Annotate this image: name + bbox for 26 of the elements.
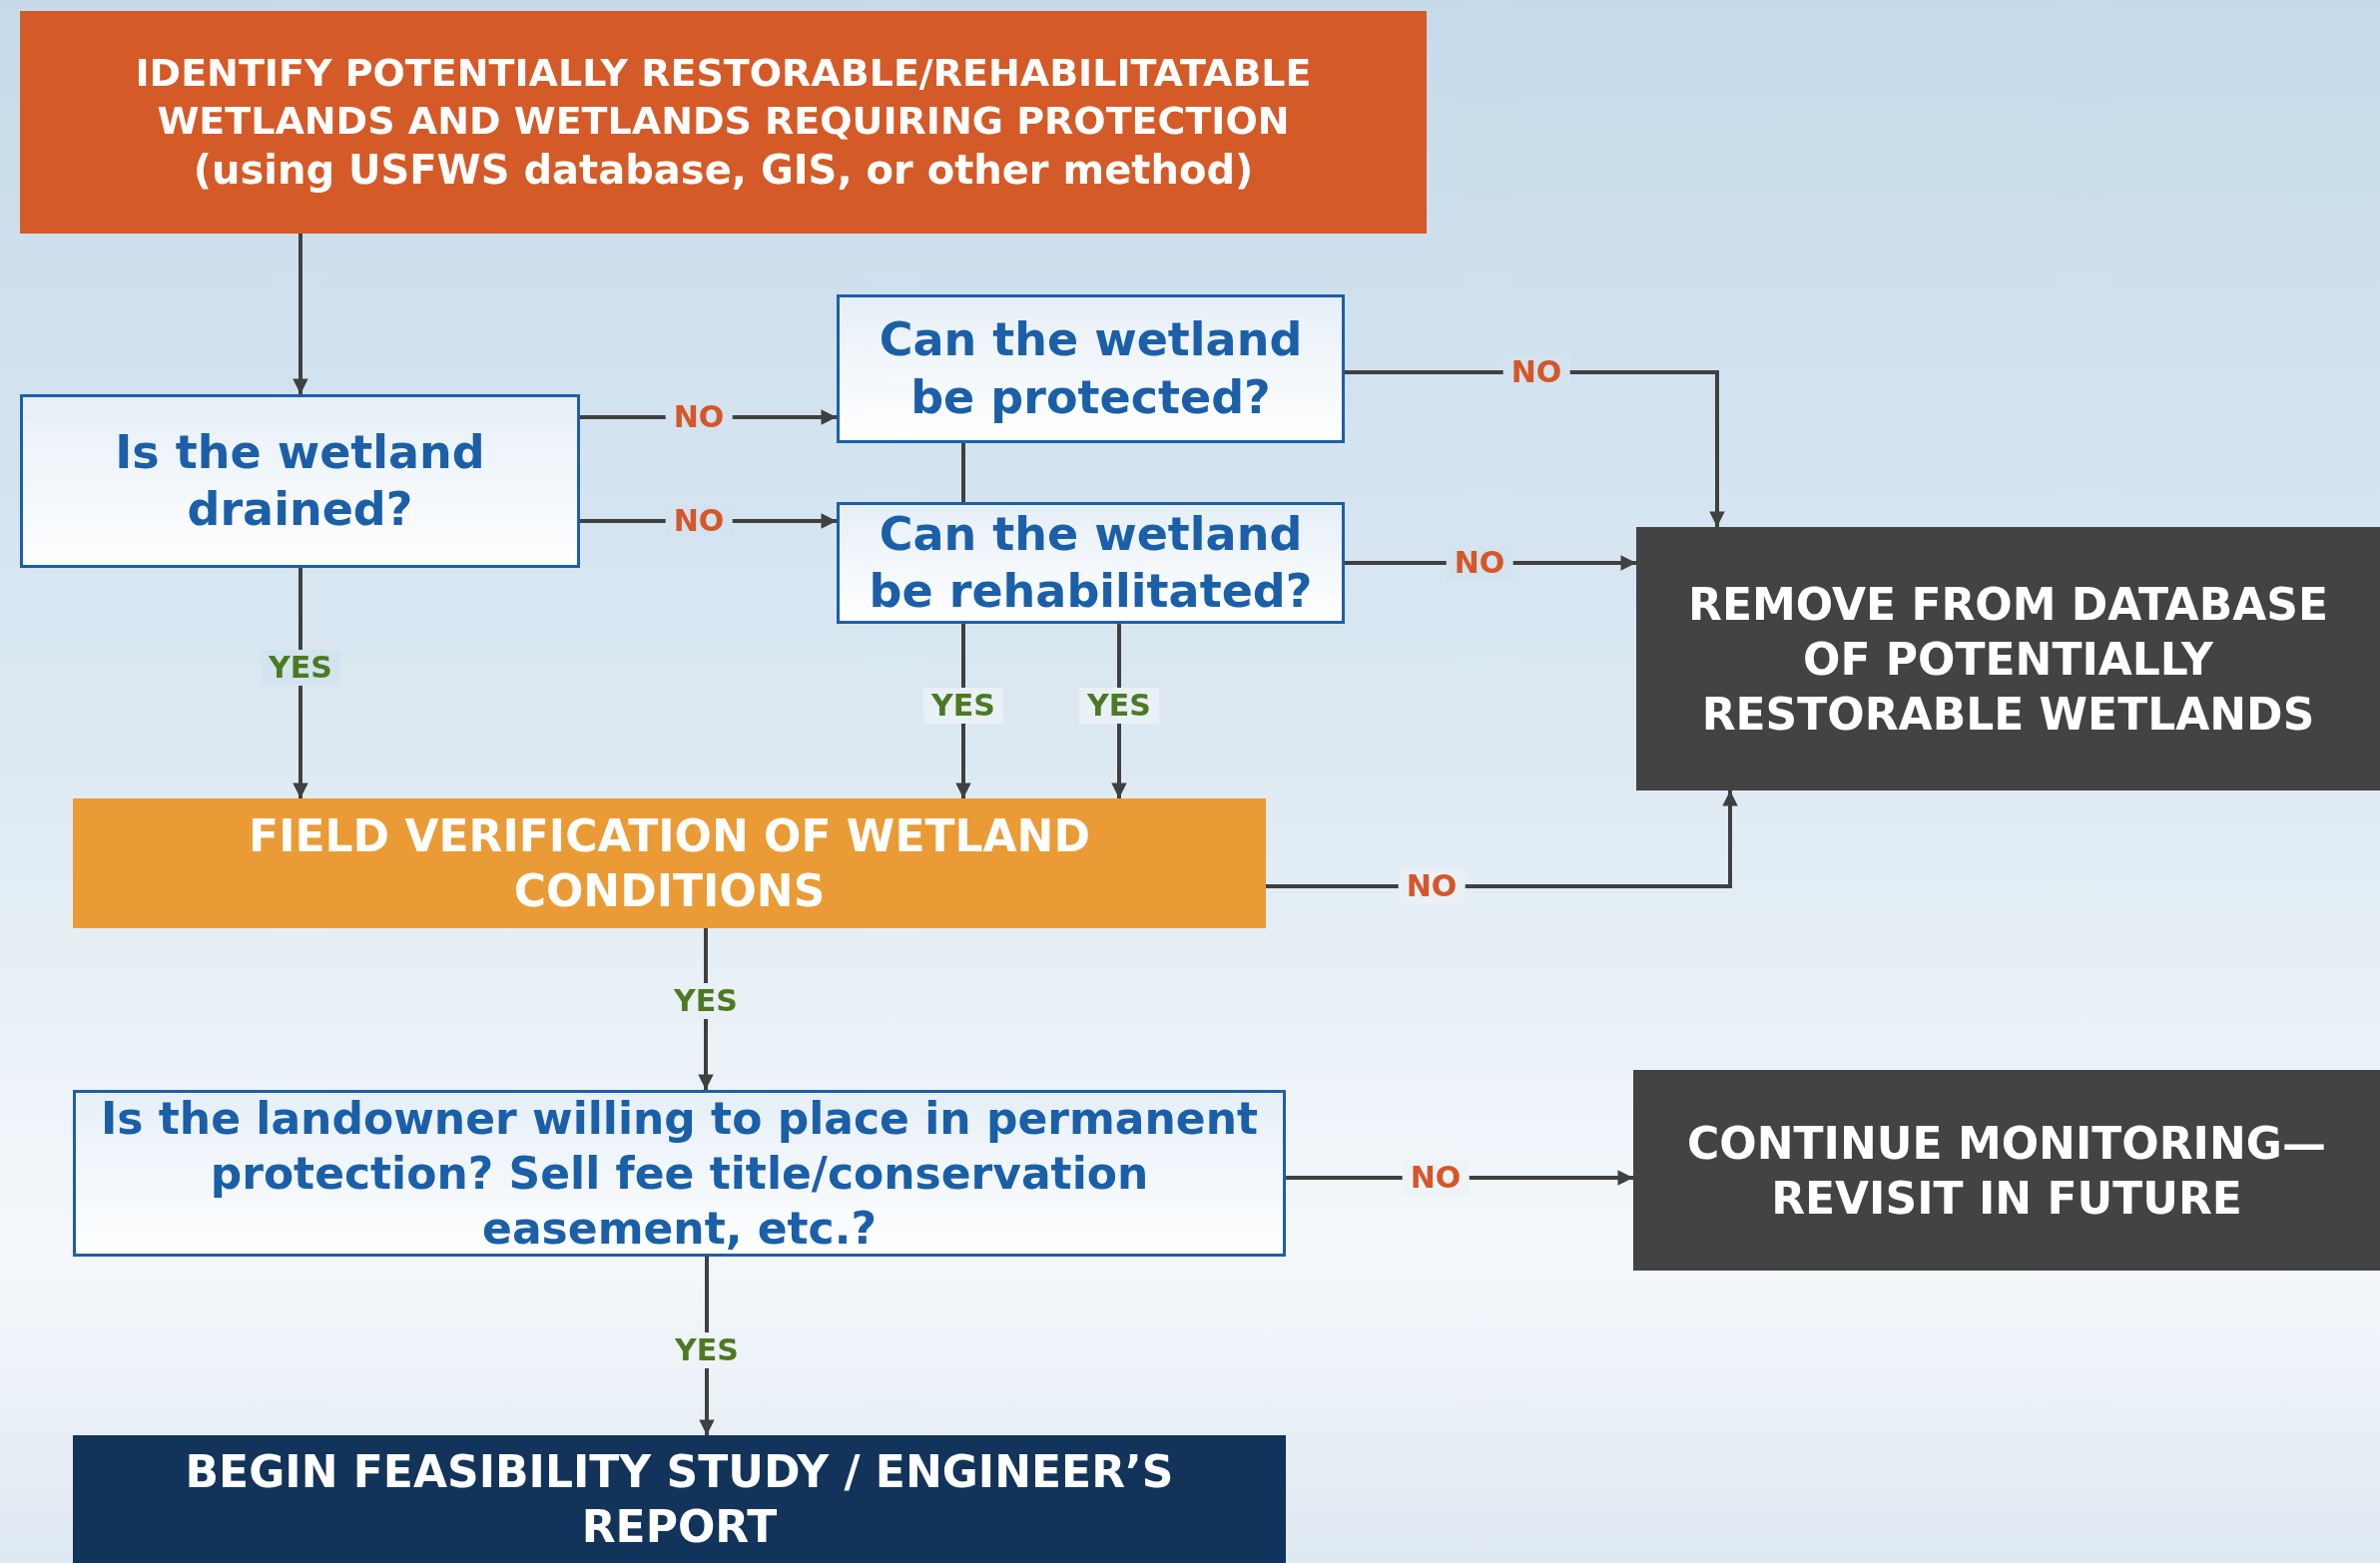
box-text: Can the wetland be rehabilitated? [868, 505, 1314, 620]
box-text: BEGIN FEASIBILITY STUDY / ENGINEER’S REPORT [184, 1445, 1175, 1554]
box-text: (using USFWS database, GIS, or other method) [193, 146, 1254, 195]
flowchart-box [837, 502, 1345, 624]
connector-arrow [1266, 790, 1738, 888]
box-text: REMOVE FROM DATABASE OF POTENTIALLY RESTORABLE WETLANDS [1687, 577, 2329, 742]
edge-label: YES [261, 650, 340, 686]
connector-arrow [293, 234, 308, 394]
box-text: Is the wetland drained? [114, 423, 486, 538]
box-text: FIELD VERIFICATION OF WETLAND CONDITIONS [248, 809, 1091, 918]
flowchart-box [20, 394, 580, 568]
edge-label: YES [1079, 688, 1159, 724]
flowchart-box [73, 798, 1266, 928]
flowchart-box [1633, 1070, 2380, 1271]
flowchart-box [1636, 527, 2380, 790]
box-text: CONTINUE MONITORING— REVISIT IN FUTURE [1686, 1116, 2327, 1226]
box-text: IDENTIFY POTENTIALLY RESTORABLE/REHABILITATABLE WETLANDS AND WETLANDS REQUIRING PROTECTION [134, 50, 1313, 145]
box-text: Is the landowner willing to place in permanent protection? Sell fee title/conservation easement, etc.? [99, 1092, 1260, 1256]
flowchart-box [20, 11, 1427, 234]
flowchart-box [73, 1435, 1286, 1563]
edge-label: YES [923, 688, 1003, 724]
flowchart-box [837, 294, 1345, 443]
edge-label: NO [1446, 545, 1513, 581]
edge-label: NO [1398, 868, 1466, 904]
connector-arrow [1345, 370, 1725, 527]
box-text: Can the wetland be protected? [878, 311, 1304, 426]
